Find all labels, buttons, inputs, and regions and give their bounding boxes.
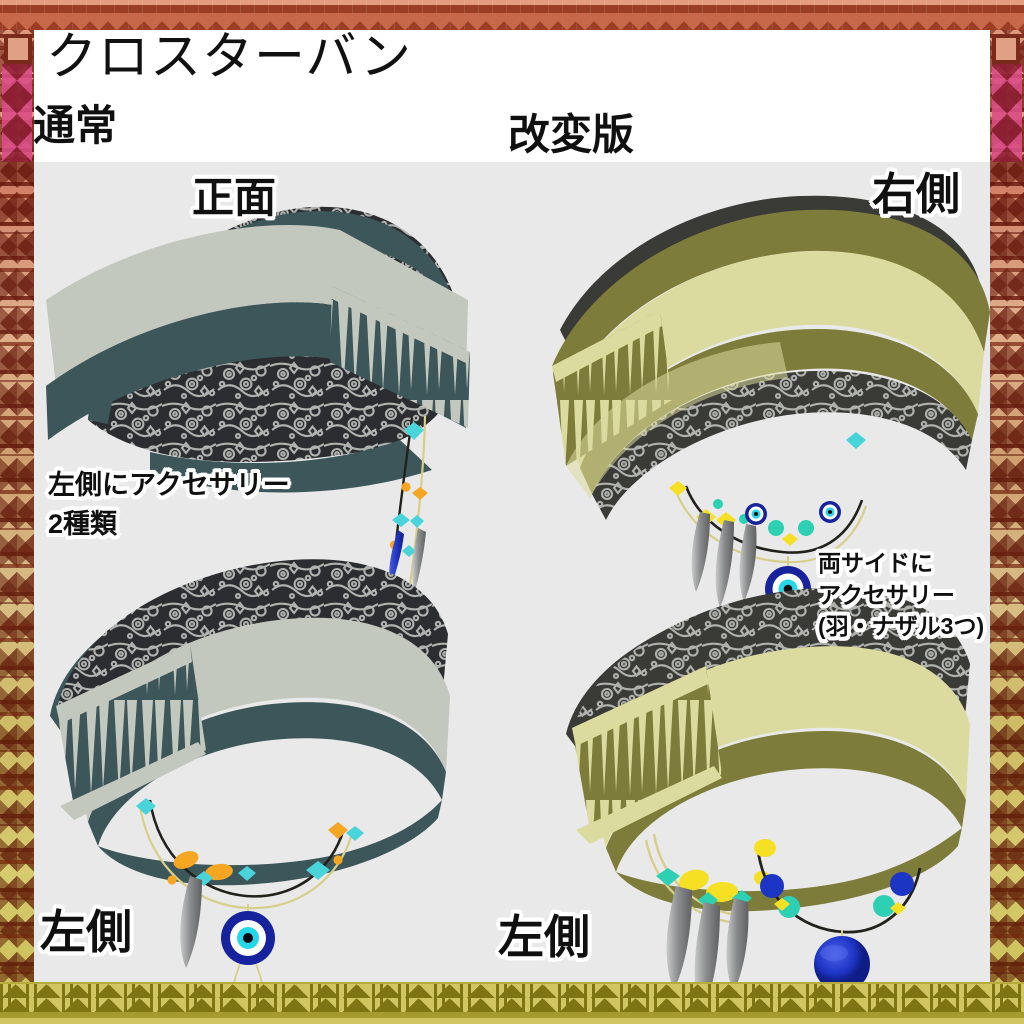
view-label-left-modified: 左側	[498, 911, 590, 963]
border-right	[990, 0, 1024, 1024]
border-top	[0, 0, 1024, 30]
border-right-accent	[992, 64, 1022, 162]
corner-ornament-top-right	[992, 34, 1020, 64]
corner-ornament-top-left	[4, 34, 32, 64]
section-label-normal: 通常	[33, 102, 118, 149]
page-title: クロスターバン	[46, 28, 413, 85]
border-left	[0, 0, 34, 1024]
border-bottom-pattern	[0, 984, 1024, 1012]
view-label-left-normal: 左側	[40, 906, 132, 958]
border-top-zigzag	[0, 13, 1024, 30]
border-right-pattern	[990, 0, 1024, 1024]
view-label-right: 右側	[872, 170, 960, 219]
border-bottom	[0, 982, 1024, 1024]
title-panel	[34, 26, 990, 162]
section-label-modified: 改変版	[508, 111, 635, 158]
border-left-accent	[2, 64, 32, 162]
border-left-pattern	[0, 0, 34, 1024]
view-label-front: 正面	[192, 174, 277, 221]
annotation-right: 両サイドに アクセサリー (羽・ナザル3つ)	[818, 550, 985, 640]
annotation-left: 左側にアクセサリー 2種類	[48, 470, 290, 540]
